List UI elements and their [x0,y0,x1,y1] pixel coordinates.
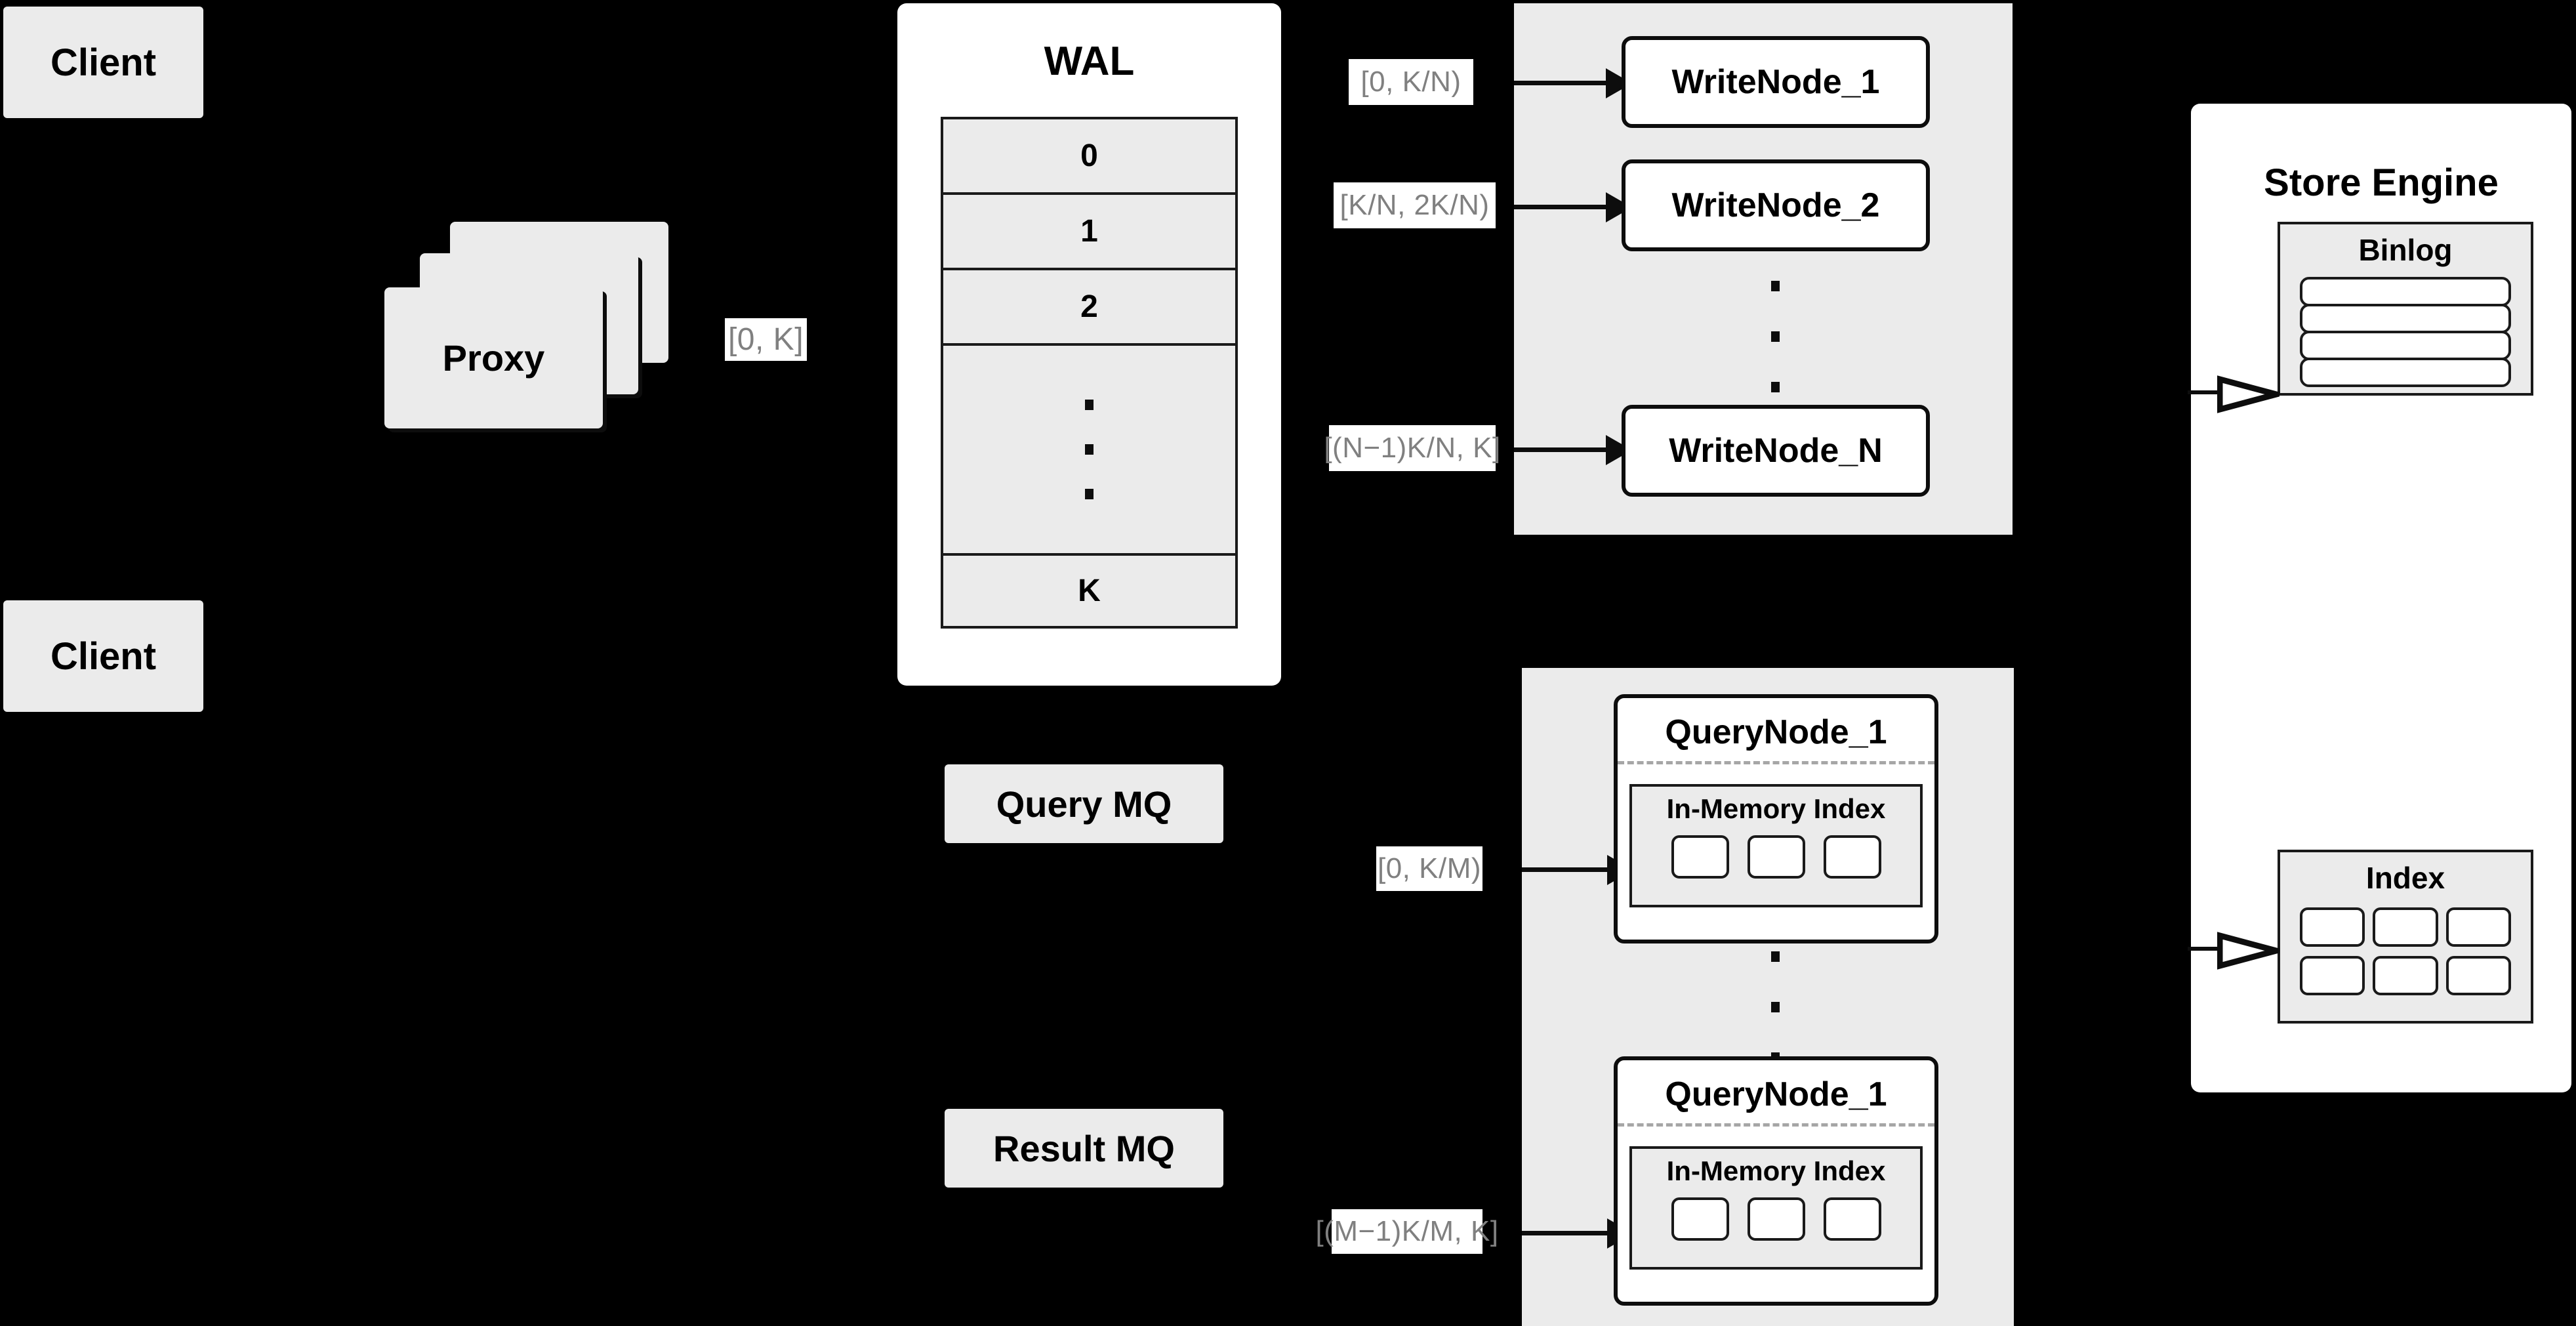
wal-row-1: 1 [941,192,1238,268]
binlog-segment[interactable] [2300,331,2511,360]
binlog-segment[interactable] [2300,304,2511,333]
client-box-2[interactable]: Client [3,600,203,712]
edge-label-mq-to-querynode-1: [0, K/M) [1376,846,1482,891]
query-node-m-in-memory-index: In-Memory Index [1629,1146,1923,1270]
store-index-slot[interactable] [2445,956,2511,995]
query-node-1-in-memory-index: In-Memory Index [1629,784,1923,907]
index-slot[interactable] [1671,835,1729,879]
query-node-m-index-slots [1632,1197,1920,1241]
query-node-1-divider [1618,761,1934,764]
store-index-slot[interactable] [2300,956,2365,995]
client-label-1: Client [50,41,157,84]
write-cluster-vertical-ellipsis-icon [1771,281,1780,392]
query-node-m-title: QueryNode_1 [1665,1075,1887,1113]
store-engine-title: Store Engine [2264,161,2499,204]
store-index-slot[interactable] [2445,907,2511,947]
arrow-line-querynode-1 [1522,867,1607,872]
arrow-line-to-binlog [2188,390,2219,394]
wal-row-k: K [941,553,1238,629]
query-cluster-vertical-ellipsis-icon [1771,951,1780,1063]
wal-title: WAL [1044,39,1135,84]
binlog-segment[interactable] [2300,358,2511,387]
query-node-m-index-title: In-Memory Index [1666,1155,1886,1186]
arrow-line-querynode-m [1522,1231,1607,1235]
client-box-1[interactable]: Client [3,7,203,118]
query-node-m-divider [1618,1123,1934,1127]
query-node-1-title: QueryNode_1 [1665,713,1887,751]
query-node-1[interactable]: QueryNode_1 In-Memory Index [1614,694,1938,943]
index-slot[interactable] [1823,1197,1881,1241]
index-box: Index [2278,850,2533,1024]
arrow-head-to-binlog-icon [2217,375,2280,413]
edge-label-wal-to-writenode-2: [K/N, 2K/N) [1334,182,1496,228]
query-node-m[interactable]: QueryNode_1 In-Memory Index [1614,1056,1938,1306]
edge-label-wal-to-writenode-n: [(N−1)K/N, K] [1324,425,1500,471]
binlog-title: Binlog [2358,233,2453,267]
edge-label-mq-to-querynode-m: [(M−1)K/M, K] [1315,1209,1498,1254]
binlog-segments [2300,277,2511,387]
client-label-2: Client [50,634,157,678]
index-slot[interactable] [1823,835,1881,879]
query-mq-box[interactable]: Query MQ [945,764,1223,843]
wal-vertical-ellipsis-icon [1085,400,1094,499]
arrow-line-writenode-1 [1514,81,1606,85]
index-title: Index [2365,861,2445,895]
store-index-slot[interactable] [2373,907,2438,947]
edge-label-proxy-to-wal: [0, K] [725,318,807,361]
query-node-1-index-title: In-Memory Index [1666,793,1886,824]
wal-row-ellipsis [941,343,1238,553]
query-node-1-index-slots [1632,835,1920,879]
index-slot-grid [2300,907,2511,995]
arrow-line-to-index [2188,947,2219,951]
binlog-segment[interactable] [2300,277,2511,306]
wal-row-2: 2 [941,268,1238,343]
index-slot[interactable] [1747,835,1805,879]
wal-row-0: 0 [941,117,1238,192]
store-index-slot[interactable] [2300,907,2365,947]
proxy-box[interactable]: Proxy [384,287,603,428]
write-node-n[interactable]: WriteNode_N [1622,405,1930,497]
write-node-2[interactable]: WriteNode_2 [1622,159,1930,251]
arrow-head-to-index-icon [2217,932,2280,970]
arrow-line-writenode-n [1514,447,1606,452]
index-slot[interactable] [1671,1197,1729,1241]
proxy-label: Proxy [442,337,545,379]
result-mq-box[interactable]: Result MQ [945,1109,1223,1188]
index-slot[interactable] [1747,1197,1805,1241]
edge-label-wal-to-writenode-1: [0, K/N) [1349,59,1473,105]
arrow-line-writenode-2 [1514,205,1606,209]
binlog-box: Binlog [2278,222,2533,396]
store-index-slot[interactable] [2373,956,2438,995]
write-node-1[interactable]: WriteNode_1 [1622,36,1930,128]
